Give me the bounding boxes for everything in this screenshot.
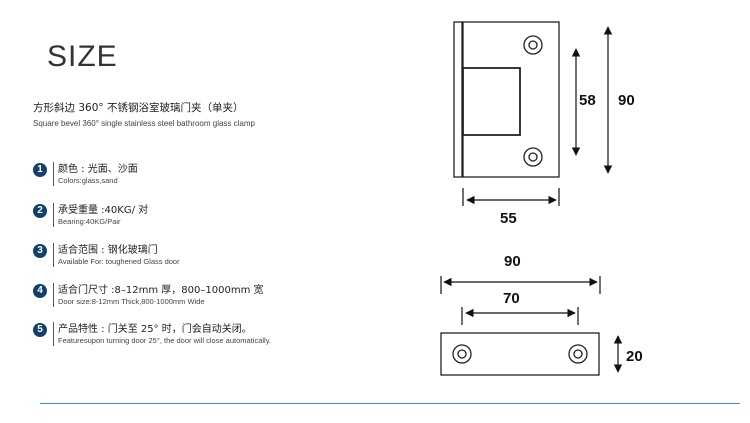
dimension-label: 90 [618, 92, 635, 109]
number-2-icon: 2 [33, 204, 47, 218]
divider [53, 162, 54, 186]
feature-item-available-for: 3 适合范围 : 钢化玻璃门 Available For: toughened … [33, 241, 413, 271]
feature-label-cn: 产品特性 : 门关至 25° 时，门会自动关闭。 [58, 324, 252, 335]
divider [53, 203, 54, 227]
dimension-label: 90 [504, 253, 521, 270]
feature-label-cn: 承受重量 :40KG/ 对 [58, 205, 149, 216]
feature-item-features: 5 产品特性 : 门关至 25° 时，门会自动关闭。 Featuresupon … [33, 320, 413, 350]
feature-label-en: Door size:8-12mm Thick,800-1000mm Wide [58, 297, 205, 306]
feature-label-cn: 颜色 : 光面、沙面 [58, 164, 138, 175]
clamp-front-view [453, 21, 560, 178]
divider [53, 243, 54, 267]
product-name-en: Square bevel 360° single stainless steel… [33, 119, 255, 128]
number-3-icon: 3 [33, 244, 47, 258]
feature-label-en: Available For: toughened Glass door [58, 257, 180, 266]
feature-item-colors: 1 颜色 : 光面、沙面 Colors:glass,sand [33, 160, 413, 190]
feature-label-en: Bearing:40KG/Pair [58, 217, 121, 226]
dimension-label: 58 [579, 92, 596, 109]
feature-item-bearing: 2 承受重量 :40KG/ 对 Bearing:40KG/Pair [33, 201, 413, 231]
feature-item-door-size: 4 适合门尺寸 :8–12mm 厚，800–1000mm 宽 Door size… [33, 281, 413, 311]
dimension-label: 70 [503, 290, 520, 307]
number-4-icon: 4 [33, 284, 47, 298]
page-title: SIZE [47, 40, 118, 73]
divider [53, 283, 54, 307]
divider-line [40, 403, 740, 404]
feature-label-en: Featuresupon turning door 25°, the door … [58, 336, 271, 345]
dimension-label: 55 [500, 210, 517, 227]
clamp-side-view [440, 332, 600, 376]
number-5-icon: 5 [33, 323, 47, 337]
feature-label-en: Colors:glass,sand [58, 176, 118, 185]
divider [53, 322, 54, 346]
number-1-icon: 1 [33, 163, 47, 177]
dimension-label: 20 [626, 348, 643, 365]
product-name-cn: 方形斜边 360° 不锈钢浴室玻璃门夹（单夹） [33, 102, 244, 114]
feature-label-cn: 适合门尺寸 :8–12mm 厚，800–1000mm 宽 [58, 285, 264, 296]
feature-label-cn: 适合范围 : 钢化玻璃门 [58, 245, 158, 256]
